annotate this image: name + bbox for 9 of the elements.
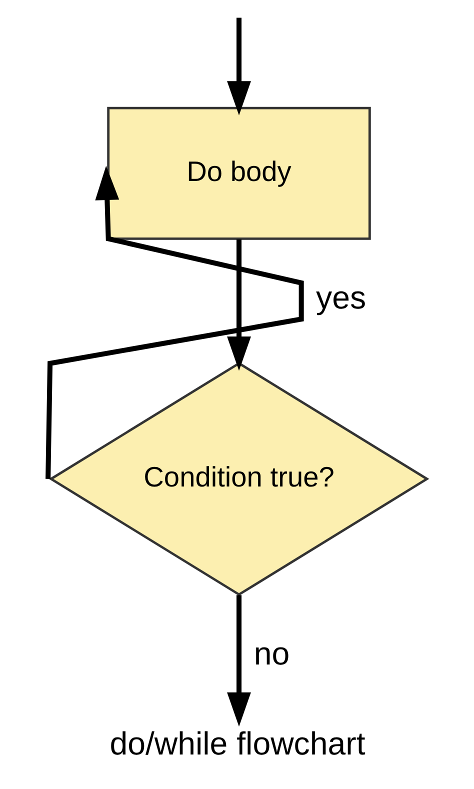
arrow bbox=[226, 18, 250, 116]
node-diamond: Condition true? bbox=[48, 362, 429, 596]
caption: do/while flowchart bbox=[109, 725, 365, 762]
arrow bbox=[226, 595, 250, 727]
arrow bbox=[226, 239, 250, 371]
edge-label: no bbox=[253, 635, 290, 672]
node-box: Do body bbox=[106, 106, 370, 240]
arrow bbox=[45, 166, 304, 479]
edge-label: yes bbox=[316, 280, 366, 316]
